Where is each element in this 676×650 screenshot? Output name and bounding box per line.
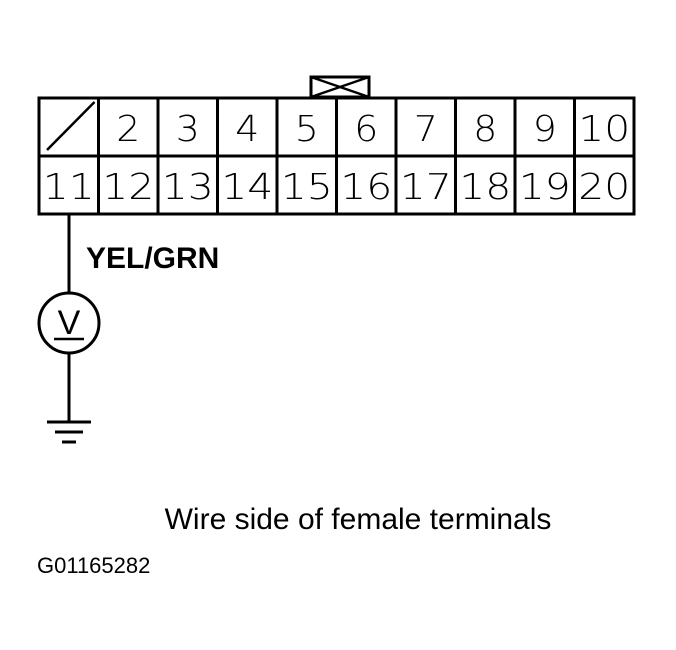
terminal-number-10: 10 <box>578 109 630 150</box>
terminal-cavity-20 <box>573 154 636 216</box>
terminal-number-20: 20 <box>578 167 630 208</box>
terminal-number-5: 5 <box>295 109 319 150</box>
voltmeter-symbol: V <box>58 304 81 342</box>
connector-lock-tab-icon <box>309 75 371 99</box>
terminal-number-16: 16 <box>340 167 392 208</box>
figure-id: G01165282 <box>37 553 150 578</box>
terminal-number-14: 14 <box>221 167 273 208</box>
ground-icon <box>47 420 91 444</box>
terminal-number-6: 6 <box>354 109 378 150</box>
terminal-number-15: 15 <box>281 167 333 208</box>
terminal-number-12: 12 <box>102 167 154 208</box>
wire-color-label: YEL/GRN <box>86 242 219 275</box>
terminal-number-3: 3 <box>176 109 200 150</box>
terminal-number-11: 11 <box>43 167 95 208</box>
terminal-number-9: 9 <box>533 109 557 150</box>
terminal-number-13: 13 <box>162 167 214 208</box>
terminal-number-4: 4 <box>235 109 259 150</box>
terminal-number-2: 2 <box>116 109 140 150</box>
unused-terminal-slash-icon <box>46 101 96 151</box>
terminal-number-18: 18 <box>459 167 511 208</box>
diagram-caption: Wire side of female terminals <box>165 503 552 536</box>
terminal-number-7: 7 <box>414 109 438 150</box>
terminal-number-17: 17 <box>400 167 452 208</box>
voltmeter-icon: V <box>37 291 101 355</box>
terminal-number-8: 8 <box>473 109 497 150</box>
terminal-number-19: 19 <box>519 167 571 208</box>
